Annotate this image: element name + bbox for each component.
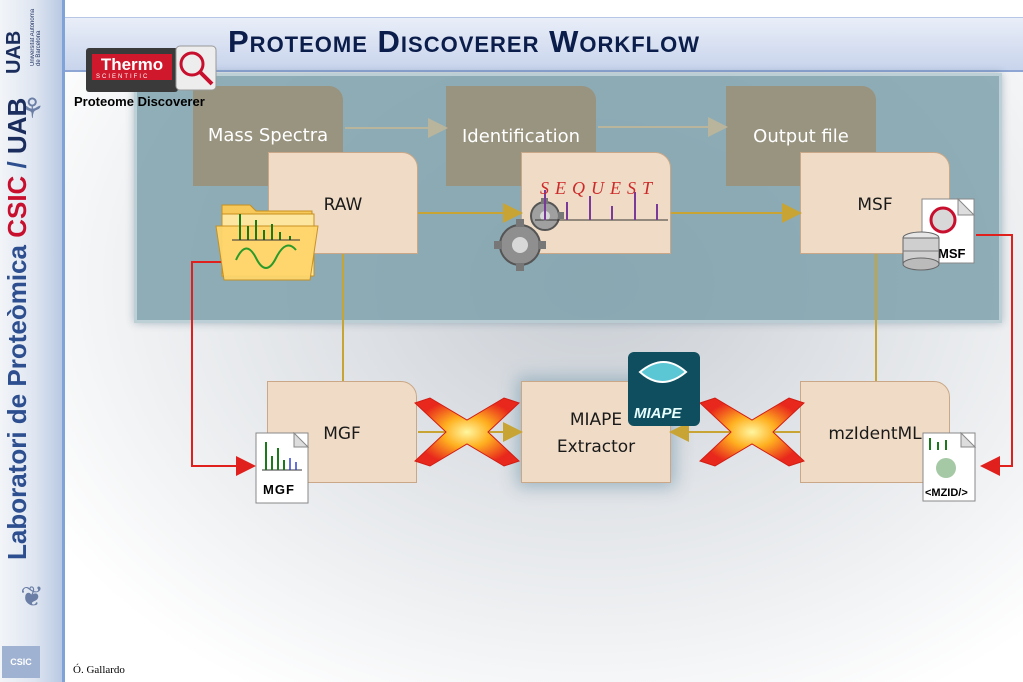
csic-logo: CSIC <box>2 646 40 678</box>
sidebar: UAB Universitat Autònoma de Barcelona ⚘ … <box>0 0 65 682</box>
arrow-raw-to-mgf-file <box>191 261 256 476</box>
thermo-logo: Thermo <box>92 54 172 80</box>
file-mzidentml-label: mzIdentML <box>828 424 922 444</box>
mzid-file-icon: <MZID/> <box>922 431 977 502</box>
miape-label-line2: Extractor <box>556 437 636 457</box>
title-bar <box>65 17 1023 72</box>
cross-mark-left <box>414 397 520 467</box>
protein-structure-icon: ⚘ <box>19 93 45 124</box>
mgf-file-icon: MGF <box>255 431 310 504</box>
miape-label-line1: MIAPE <box>569 410 623 430</box>
gears-icon <box>494 198 564 271</box>
stage-mass-spectra-label: Mass Spectra <box>207 125 329 146</box>
mzid-icon-label: <MZID/> <box>925 487 968 499</box>
sequest-letters: SEQUEST <box>540 178 658 198</box>
thermo-logo-sub: SCIENTIFIC <box>96 74 150 80</box>
mgf-icon-label: MGF <box>263 482 295 497</box>
sequest-spectrum-icon: SEQUEST <box>535 178 668 221</box>
molecule-icon: ❦ <box>20 581 44 612</box>
arrow-msf-to-mzid-file <box>976 234 1013 476</box>
file-msf-label: MSF <box>857 195 893 215</box>
page-title: Proteome Discoverer Workflow <box>228 24 700 59</box>
miape-logo: MIAPE <box>628 352 700 426</box>
msf-icon-label: MSF <box>938 246 966 261</box>
proteome-discoverer-label: Proteome Discoverer <box>74 94 205 109</box>
file-mgf-label: MGF <box>323 424 361 444</box>
cross-mark-right <box>699 397 805 467</box>
stage-identification-label: Identification <box>461 126 581 147</box>
database-icon <box>902 231 940 271</box>
file-raw-label: RAW <box>323 195 363 215</box>
raw-folder-icon <box>215 204 319 281</box>
stage-output-file-label: Output file <box>753 126 849 147</box>
miape-logo-label: MIAPE <box>634 405 683 422</box>
author-footer: Ó. Gallardo <box>73 664 125 676</box>
